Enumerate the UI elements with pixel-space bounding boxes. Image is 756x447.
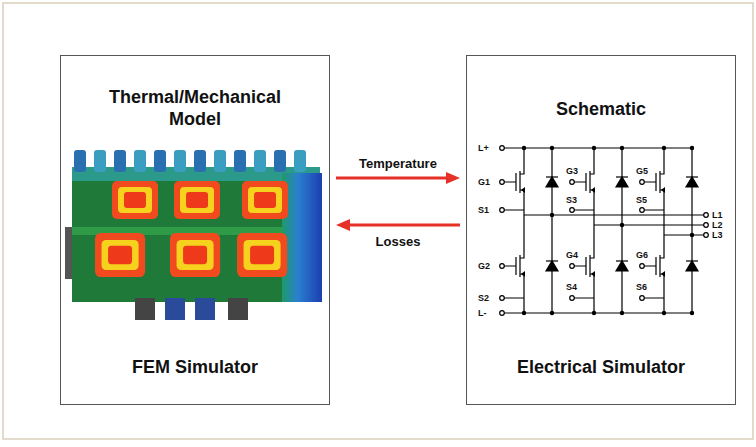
simulator-box: Thermal/Mechanical ModelFEM Simulator xyxy=(60,55,330,405)
pin-name: S1 xyxy=(478,205,489,215)
flow-arrow xyxy=(336,172,460,184)
pin-name: G1 xyxy=(478,177,490,187)
pin-name: S5 xyxy=(636,195,647,205)
box-footer: Electrical Simulator xyxy=(517,356,685,378)
pin-name: G3 xyxy=(566,166,578,176)
arrow-head xyxy=(446,172,460,184)
simulator-box: SchematicElectrical Simulator xyxy=(466,55,736,405)
arrow-label: Temperature xyxy=(357,156,439,172)
arrow-shaft xyxy=(336,177,448,180)
pin-name: S3 xyxy=(566,195,577,205)
box-heading: Thermal/Mechanical Model xyxy=(93,86,298,130)
pin-name: G2 xyxy=(478,261,490,271)
inverter-schematic xyxy=(500,146,709,316)
box-heading: Schematic xyxy=(556,98,646,120)
pin-name: L- xyxy=(478,308,487,318)
pin-name: G5 xyxy=(636,166,648,176)
pin-name: L2 xyxy=(712,220,723,230)
arrow-label: Losses xyxy=(374,234,423,250)
pin-name: L1 xyxy=(712,210,723,220)
pin-name: L3 xyxy=(712,230,723,240)
pin-name: S6 xyxy=(636,282,647,292)
fem-model-picture xyxy=(65,150,322,320)
outer-frame xyxy=(3,3,753,439)
arrow-shaft xyxy=(348,224,460,227)
box-footer: FEM Simulator xyxy=(132,356,258,378)
pin-name: G6 xyxy=(636,250,648,260)
pin-name: G4 xyxy=(566,250,578,260)
flow-arrow xyxy=(336,219,460,231)
arrow-head xyxy=(336,219,350,231)
pin-name: L+ xyxy=(478,143,489,153)
pin-name: S4 xyxy=(566,282,577,292)
pin-name: S2 xyxy=(478,293,489,303)
